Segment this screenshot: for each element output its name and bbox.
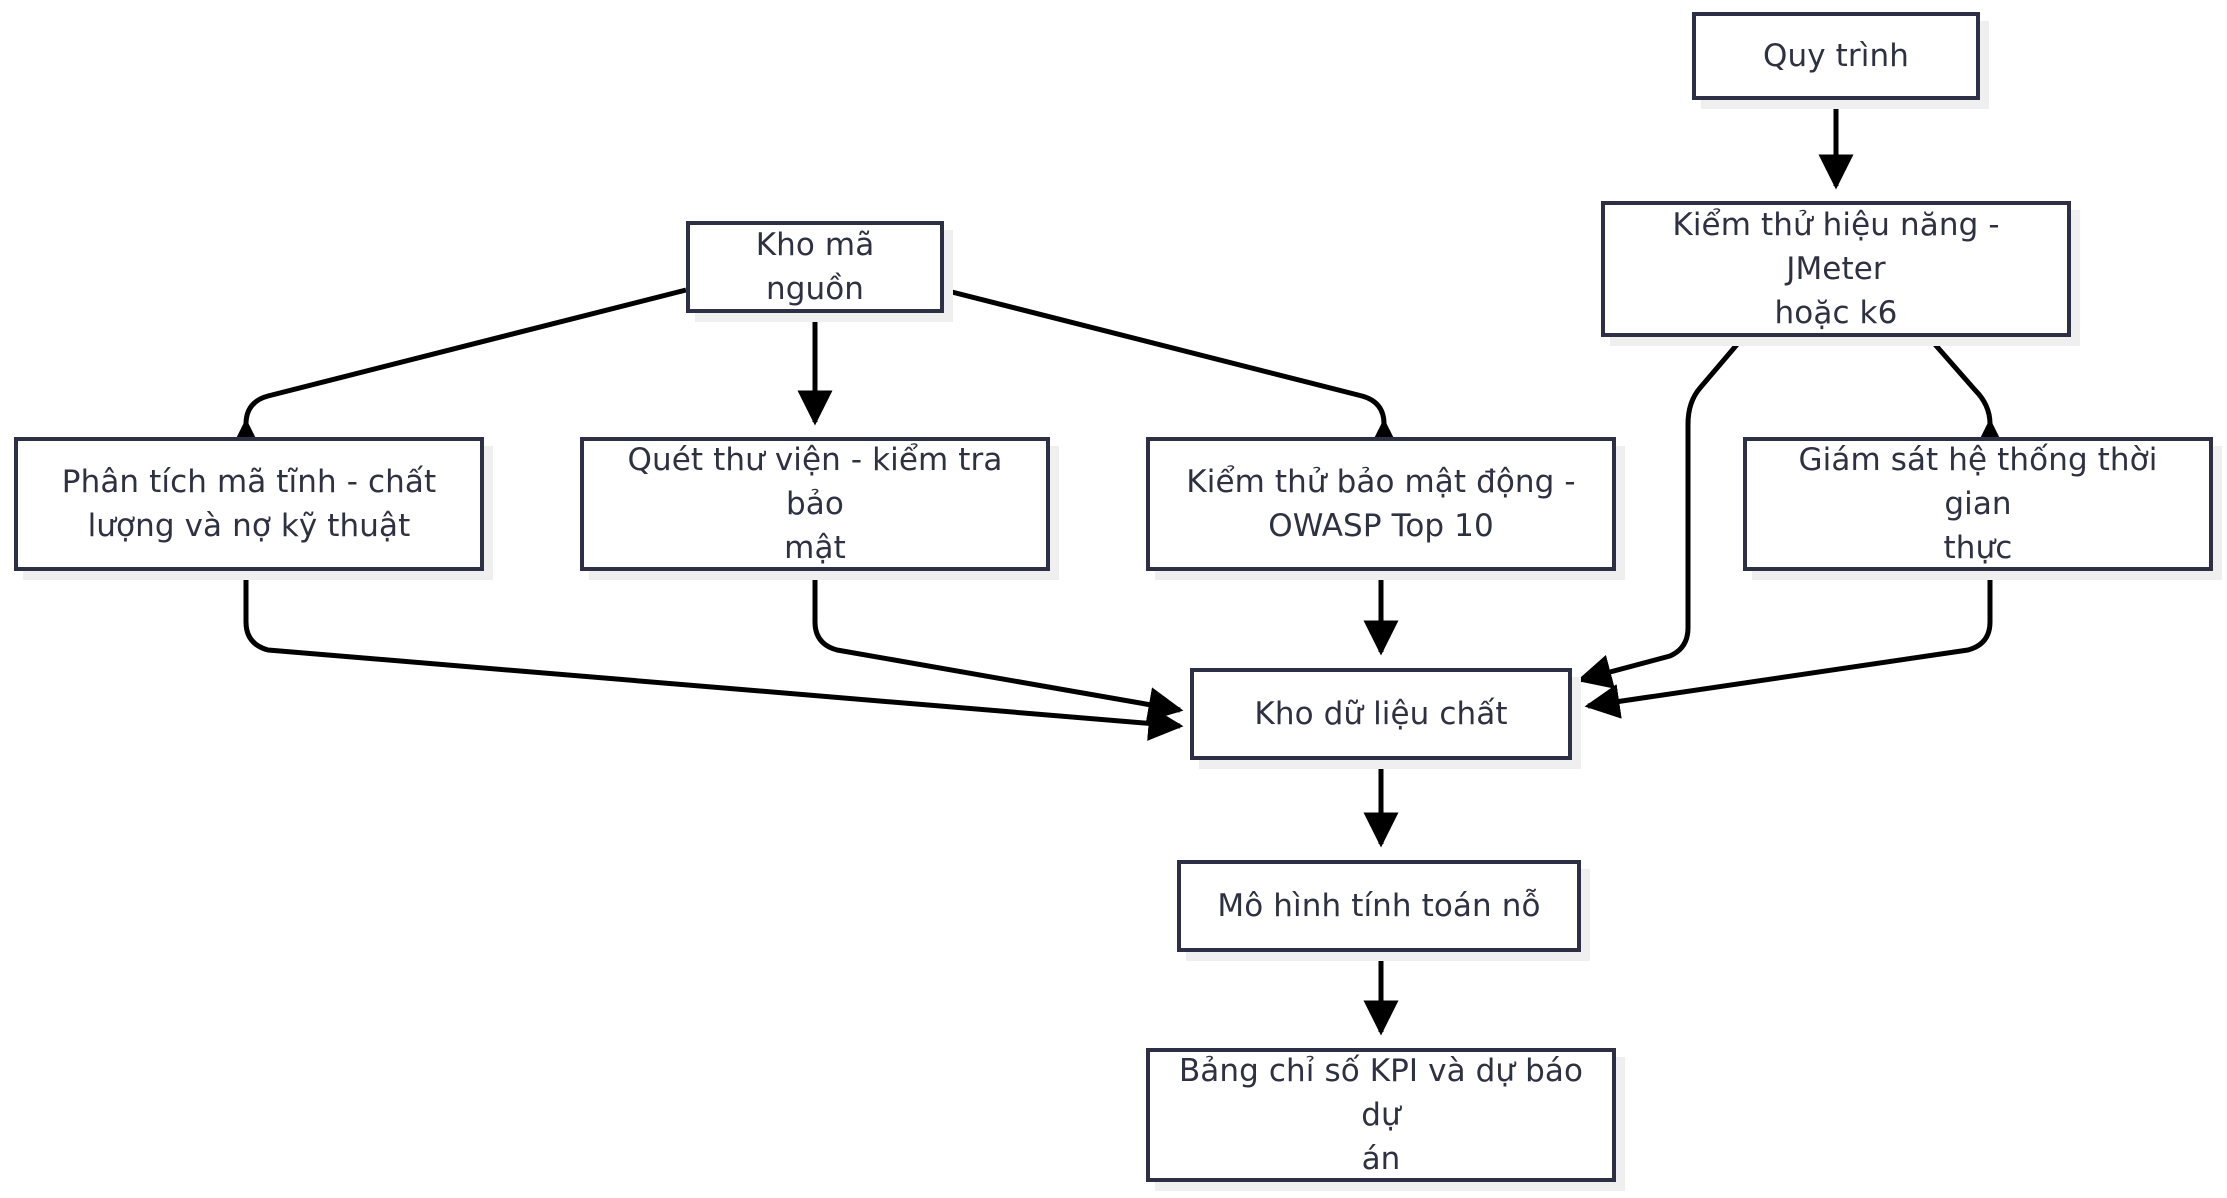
node-label: Kho dữ liệu chất: [1254, 695, 1508, 732]
node-quy-trinh[interactable]: Quy trình: [1692, 12, 1980, 100]
edge-library-scan-to-data-store: [812, 575, 1184, 722]
node-bang-chi-so-kpi[interactable]: Bảng chỉ số KPI và dự báo dự án: [1146, 1048, 1616, 1182]
node-giam-sat-he-thong[interactable]: Giám sát hệ thống thời gian thực: [1743, 437, 2213, 571]
node-label: Quy trình: [1763, 37, 1909, 74]
node-label: Quét thư viện - kiểm tra bảo mật: [627, 441, 1003, 567]
edge-monitoring-to-data-store: [1584, 575, 1993, 719]
edge-source-repo-to-static-analysis: [228, 287, 687, 454]
node-kiem-thu-bao-mat-dong[interactable]: Kiểm thử bảo mật động - OWASP Top 10: [1146, 437, 1616, 571]
node-label: Kho mã nguồn: [755, 226, 875, 307]
node-label: Giám sát hệ thống thời gian thực: [1798, 441, 2158, 567]
node-kiem-thu-hieu-nang[interactable]: Kiểm thử hiệu năng - JMeter hoặc k6: [1601, 201, 2071, 337]
node-kho-ma-nguon[interactable]: Kho mã nguồn: [686, 221, 944, 313]
edge-perf-test-to-monitoring: [1930, 339, 2008, 454]
edge-static-analysis-to-data-store: [243, 575, 1184, 741]
node-label: Phân tích mã tĩnh - chất lượng và nợ kỹ …: [61, 463, 437, 544]
node-mo-hinh-tinh-toan[interactable]: Mô hình tính toán nỗ: [1177, 860, 1581, 952]
node-kho-du-lieu-chat[interactable]: Kho dữ liệu chất: [1190, 668, 1572, 760]
node-label: Mô hình tính toán nỗ: [1217, 887, 1541, 924]
node-quet-thu-vien[interactable]: Quét thư viện - kiểm tra bảo mật: [580, 437, 1050, 571]
node-label: Bảng chỉ số KPI và dự báo dự án: [1178, 1052, 1584, 1178]
node-label: Kiểm thử bảo mật động - OWASP Top 10: [1186, 463, 1576, 544]
node-label: Kiểm thử hiệu năng - JMeter hoặc k6: [1672, 206, 2000, 332]
node-phan-tich-ma-tinh[interactable]: Phân tích mã tĩnh - chất lượng và nợ kỹ …: [14, 437, 484, 571]
edge-source-repo-to-dynamic-security: [943, 287, 1402, 454]
